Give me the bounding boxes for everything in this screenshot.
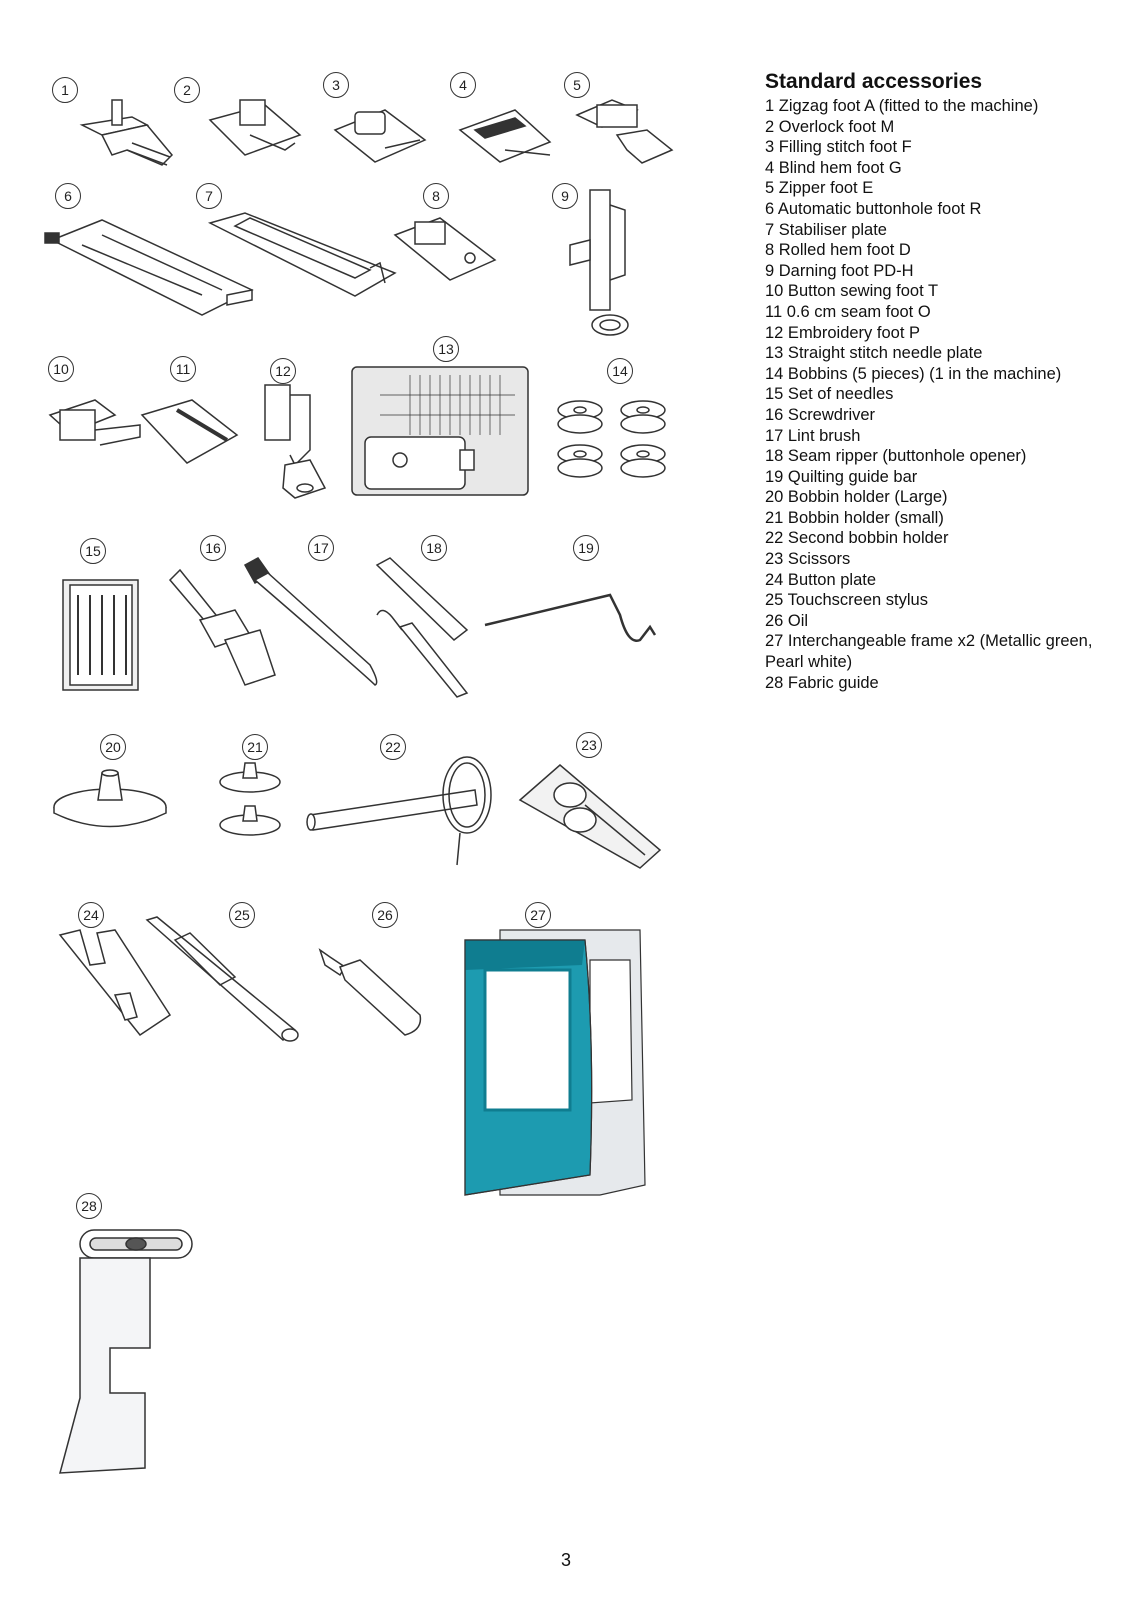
- list-item: 15 Set of needles: [765, 385, 894, 404]
- list-item: 17 Lint brush: [765, 426, 861, 445]
- list-item: 4 Blind hem foot G: [765, 158, 902, 177]
- rolled-hem-foot-illustration: [390, 210, 500, 285]
- list-item: 8 Rolled hem foot D: [765, 241, 911, 260]
- item-badge: 12: [270, 358, 296, 384]
- item-badge: 21: [242, 734, 268, 760]
- zigzag-foot-illustration: [72, 95, 177, 175]
- list-item: 5 Zipper foot E: [765, 179, 874, 198]
- overlock-foot-illustration: [205, 95, 305, 170]
- list-item: 1 Zigzag foot A (fitted to the machine): [765, 97, 1039, 115]
- item-badge: 8: [423, 183, 449, 209]
- item-badge: 5: [564, 72, 590, 98]
- lint-brush-illustration: [240, 555, 385, 690]
- embroidery-foot-illustration: [255, 380, 335, 505]
- seam-ripper-illustration: [372, 555, 472, 700]
- list-item: 7 Stabiliser plate: [765, 220, 887, 239]
- quilting-guide-bar-illustration: [480, 585, 660, 655]
- item-badge: 7: [196, 183, 222, 209]
- item-badge: 13: [433, 336, 459, 362]
- darning-foot-illustration: [565, 185, 635, 345]
- filling-stitch-foot-illustration: [330, 100, 430, 170]
- accessories-list: 1 Zigzag foot A (fitted to the machine) …: [765, 96, 1115, 693]
- item-badge: 25: [229, 902, 255, 928]
- needle-plate-illustration: [350, 365, 530, 497]
- item-badge: 11: [170, 356, 196, 382]
- list-item: 28 Fabric guide: [765, 673, 879, 692]
- button-plate-illustration: [55, 925, 175, 1040]
- item-badge: 28: [76, 1193, 102, 1219]
- touchscreen-stylus-illustration: [145, 915, 305, 1045]
- item-badge: 14: [607, 358, 633, 384]
- list-item: 13 Straight stitch needle plate: [765, 344, 983, 363]
- button-sewing-foot-illustration: [45, 395, 145, 470]
- stabiliser-plate-illustration: [205, 208, 400, 308]
- item-badge: 1: [52, 77, 78, 103]
- bobbins-illustration: [555, 398, 670, 486]
- list-item: 20 Bobbin holder (Large): [765, 488, 948, 507]
- list-item: 18 Seam ripper (buttonhole opener): [765, 447, 1027, 466]
- page-number: 3: [560, 1550, 571, 1570]
- item-badge: 15: [80, 538, 106, 564]
- list-item: 10 Button sewing foot T: [765, 282, 939, 301]
- screwdriver-illustration: [165, 565, 280, 690]
- item-badge: 26: [372, 902, 398, 928]
- item-badge: 17: [308, 535, 334, 561]
- item-badge: 2: [174, 77, 200, 103]
- seam-foot-illustration: [137, 395, 242, 470]
- item-badge: 6: [55, 183, 81, 209]
- list-item: 3 Filling stitch foot F: [765, 138, 912, 157]
- bobbin-holder-large-illustration: [50, 765, 170, 830]
- item-badge: 22: [380, 734, 406, 760]
- item-badge: 19: [573, 535, 599, 561]
- list-item: 25 Touchscreen stylus: [765, 591, 928, 610]
- list-item: 6 Automatic buttonhole foot R: [765, 199, 982, 218]
- section-heading: Standard accessories: [765, 70, 983, 93]
- list-item: 14 Bobbins (5 pieces) (1 in the machine): [765, 364, 1062, 383]
- list-item: 24 Button plate: [765, 570, 877, 589]
- item-badge: 18: [421, 535, 447, 561]
- zipper-foot-illustration: [572, 95, 677, 170]
- item-badge: 23: [576, 732, 602, 758]
- item-badge: 20: [100, 734, 126, 760]
- buttonhole-foot-illustration: [42, 205, 257, 325]
- list-item: 16 Screwdriver: [765, 405, 876, 424]
- list-item: 9 Darning foot PD-H: [765, 261, 914, 280]
- accessories-list-section: Standard accessories 1 Zigzag foot A (fi…: [765, 70, 1115, 693]
- bobbin-holder-small-illustration: [215, 760, 285, 845]
- scissors-illustration: [515, 760, 665, 870]
- list-item: 26 Oil: [765, 611, 809, 630]
- item-badge: 16: [200, 535, 226, 561]
- list-item: 12 Embroidery foot P: [765, 323, 920, 342]
- item-badge: 4: [450, 72, 476, 98]
- list-item: 22 Second bobbin holder: [765, 529, 949, 548]
- list-item: 27 Interchangeable frame x2 (Metallic gr…: [765, 632, 1093, 672]
- second-bobbin-holder-illustration: [305, 755, 505, 870]
- item-badge: 24: [78, 902, 104, 928]
- interchangeable-frame-illustration: [460, 925, 655, 1210]
- list-item: 19 Quilting guide bar: [765, 467, 918, 486]
- list-item: 23 Scissors: [765, 550, 851, 569]
- list-item: 11 0.6 cm seam foot O: [765, 302, 931, 321]
- list-item: 2 Overlock foot M: [765, 117, 895, 136]
- item-badge: 3: [323, 72, 349, 98]
- oil-bottle-illustration: [315, 945, 425, 1040]
- list-item: 21 Bobbin holder (small): [765, 508, 944, 527]
- blind-hem-foot-illustration: [455, 100, 555, 170]
- item-badge: 10: [48, 356, 74, 382]
- item-badge: 27: [525, 902, 551, 928]
- fabric-guide-illustration: [55, 1228, 195, 1478]
- item-badge: 9: [552, 183, 578, 209]
- needles-set-illustration: [58, 575, 143, 695]
